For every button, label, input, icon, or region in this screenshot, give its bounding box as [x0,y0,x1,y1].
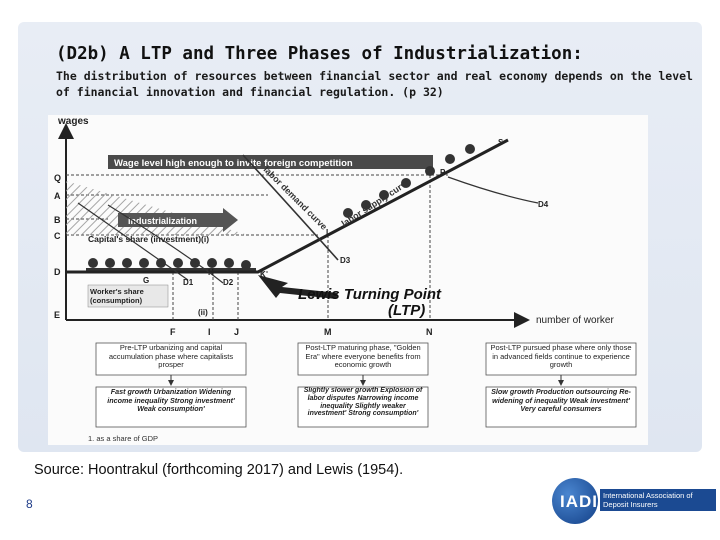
phase-1-description: Pre-LTP urbanizing and capital accumulat… [108,343,234,369]
y-tick-d: D [54,267,61,277]
iadi-logo: IADI International Association of Deposi… [552,478,716,524]
ltp-diagram: wages number of worker Q A B C D E F I J… [48,115,648,445]
worker-share-box [87,284,169,308]
ltp-arrow [258,275,338,299]
point-ii: (ii) [198,308,208,317]
point-p: P [440,168,446,177]
diagram-footnote: 1. as a share of GDP [88,434,158,443]
y-tick-q: Q [54,173,61,183]
ltp-diagram-svg: wages number of worker Q A B C D E F I J… [54,116,637,443]
x-tick-n: N [426,327,433,337]
point-d2: D2 [223,278,234,287]
workers-climbing [343,144,475,218]
worker-share-label: Worker's share (consumption) [90,287,144,305]
source-citation: Source: Hoontrakul (forthcoming 2017) an… [34,462,404,478]
labor-supply-curve [66,138,509,274]
y-tick-e: E [54,310,60,320]
logo-abbr: IADI [560,492,598,511]
industrialization-arrow [118,208,238,232]
capital-share-label: Capital's share (investment)(i) [88,234,209,244]
slide-title: (D2b) A LTP and Three Phases of Industri… [56,44,583,64]
point-d1: D1 [183,278,194,287]
ltp-label-2: (LTP) [388,302,425,319]
page-number: 8 [26,497,33,511]
logo-full-name: International Association of Deposit Ins… [600,489,716,511]
wage-level-banner [108,155,433,169]
demand-curve-d4 [447,176,539,204]
y-axis-label: wages [57,116,89,127]
y-tick-b: B [54,215,61,225]
labor-supply-label: labor supply curve [340,177,413,229]
phase-3-description: Post-LTP pursued phase where only those … [490,343,632,369]
y-tick-c: C [54,231,61,241]
phase-2-description: Post-LTP maturing phase, "Golden Era" wh… [305,343,421,369]
slide-subtitle: The distribution of resources between fi… [56,69,693,99]
point-l: L [326,228,331,237]
phase-3-outcomes: Slow growth Production outsourcing Re-wi… [491,387,631,413]
point-g: G [143,276,149,285]
x-tick-i: I [208,327,211,337]
x-tick-f: F [170,327,176,337]
point-d3: D3 [340,256,351,265]
phase-1-outcomes: Fast growth Urbanization Widening income… [107,387,235,413]
x-axis-label: number of worker [536,315,614,326]
industrialization-label: Industrialization [128,216,197,226]
demand-curve-d3 [242,154,339,261]
phase-2-outcomes: Slightly slower growth Explosion of labo… [303,387,423,418]
phase-boxes [95,342,637,428]
wage-level-banner-text: Wage level high enough to invite foreign… [114,158,353,169]
point-k: K [260,270,266,279]
demand-curve-d1 [77,202,189,281]
x-tick-j: J [234,327,239,337]
point-s: S [498,138,504,147]
y-tick-a: A [54,191,61,201]
point-d4: D4 [538,200,549,209]
demand-curve-d2 [107,204,224,284]
point-h: H [208,268,214,277]
ltp-label: Lewis Turning Point [298,286,442,303]
labor-demand-label: labor demand curve [262,164,330,232]
logo-globe-icon [552,478,598,524]
x-tick-m: M [324,327,332,337]
